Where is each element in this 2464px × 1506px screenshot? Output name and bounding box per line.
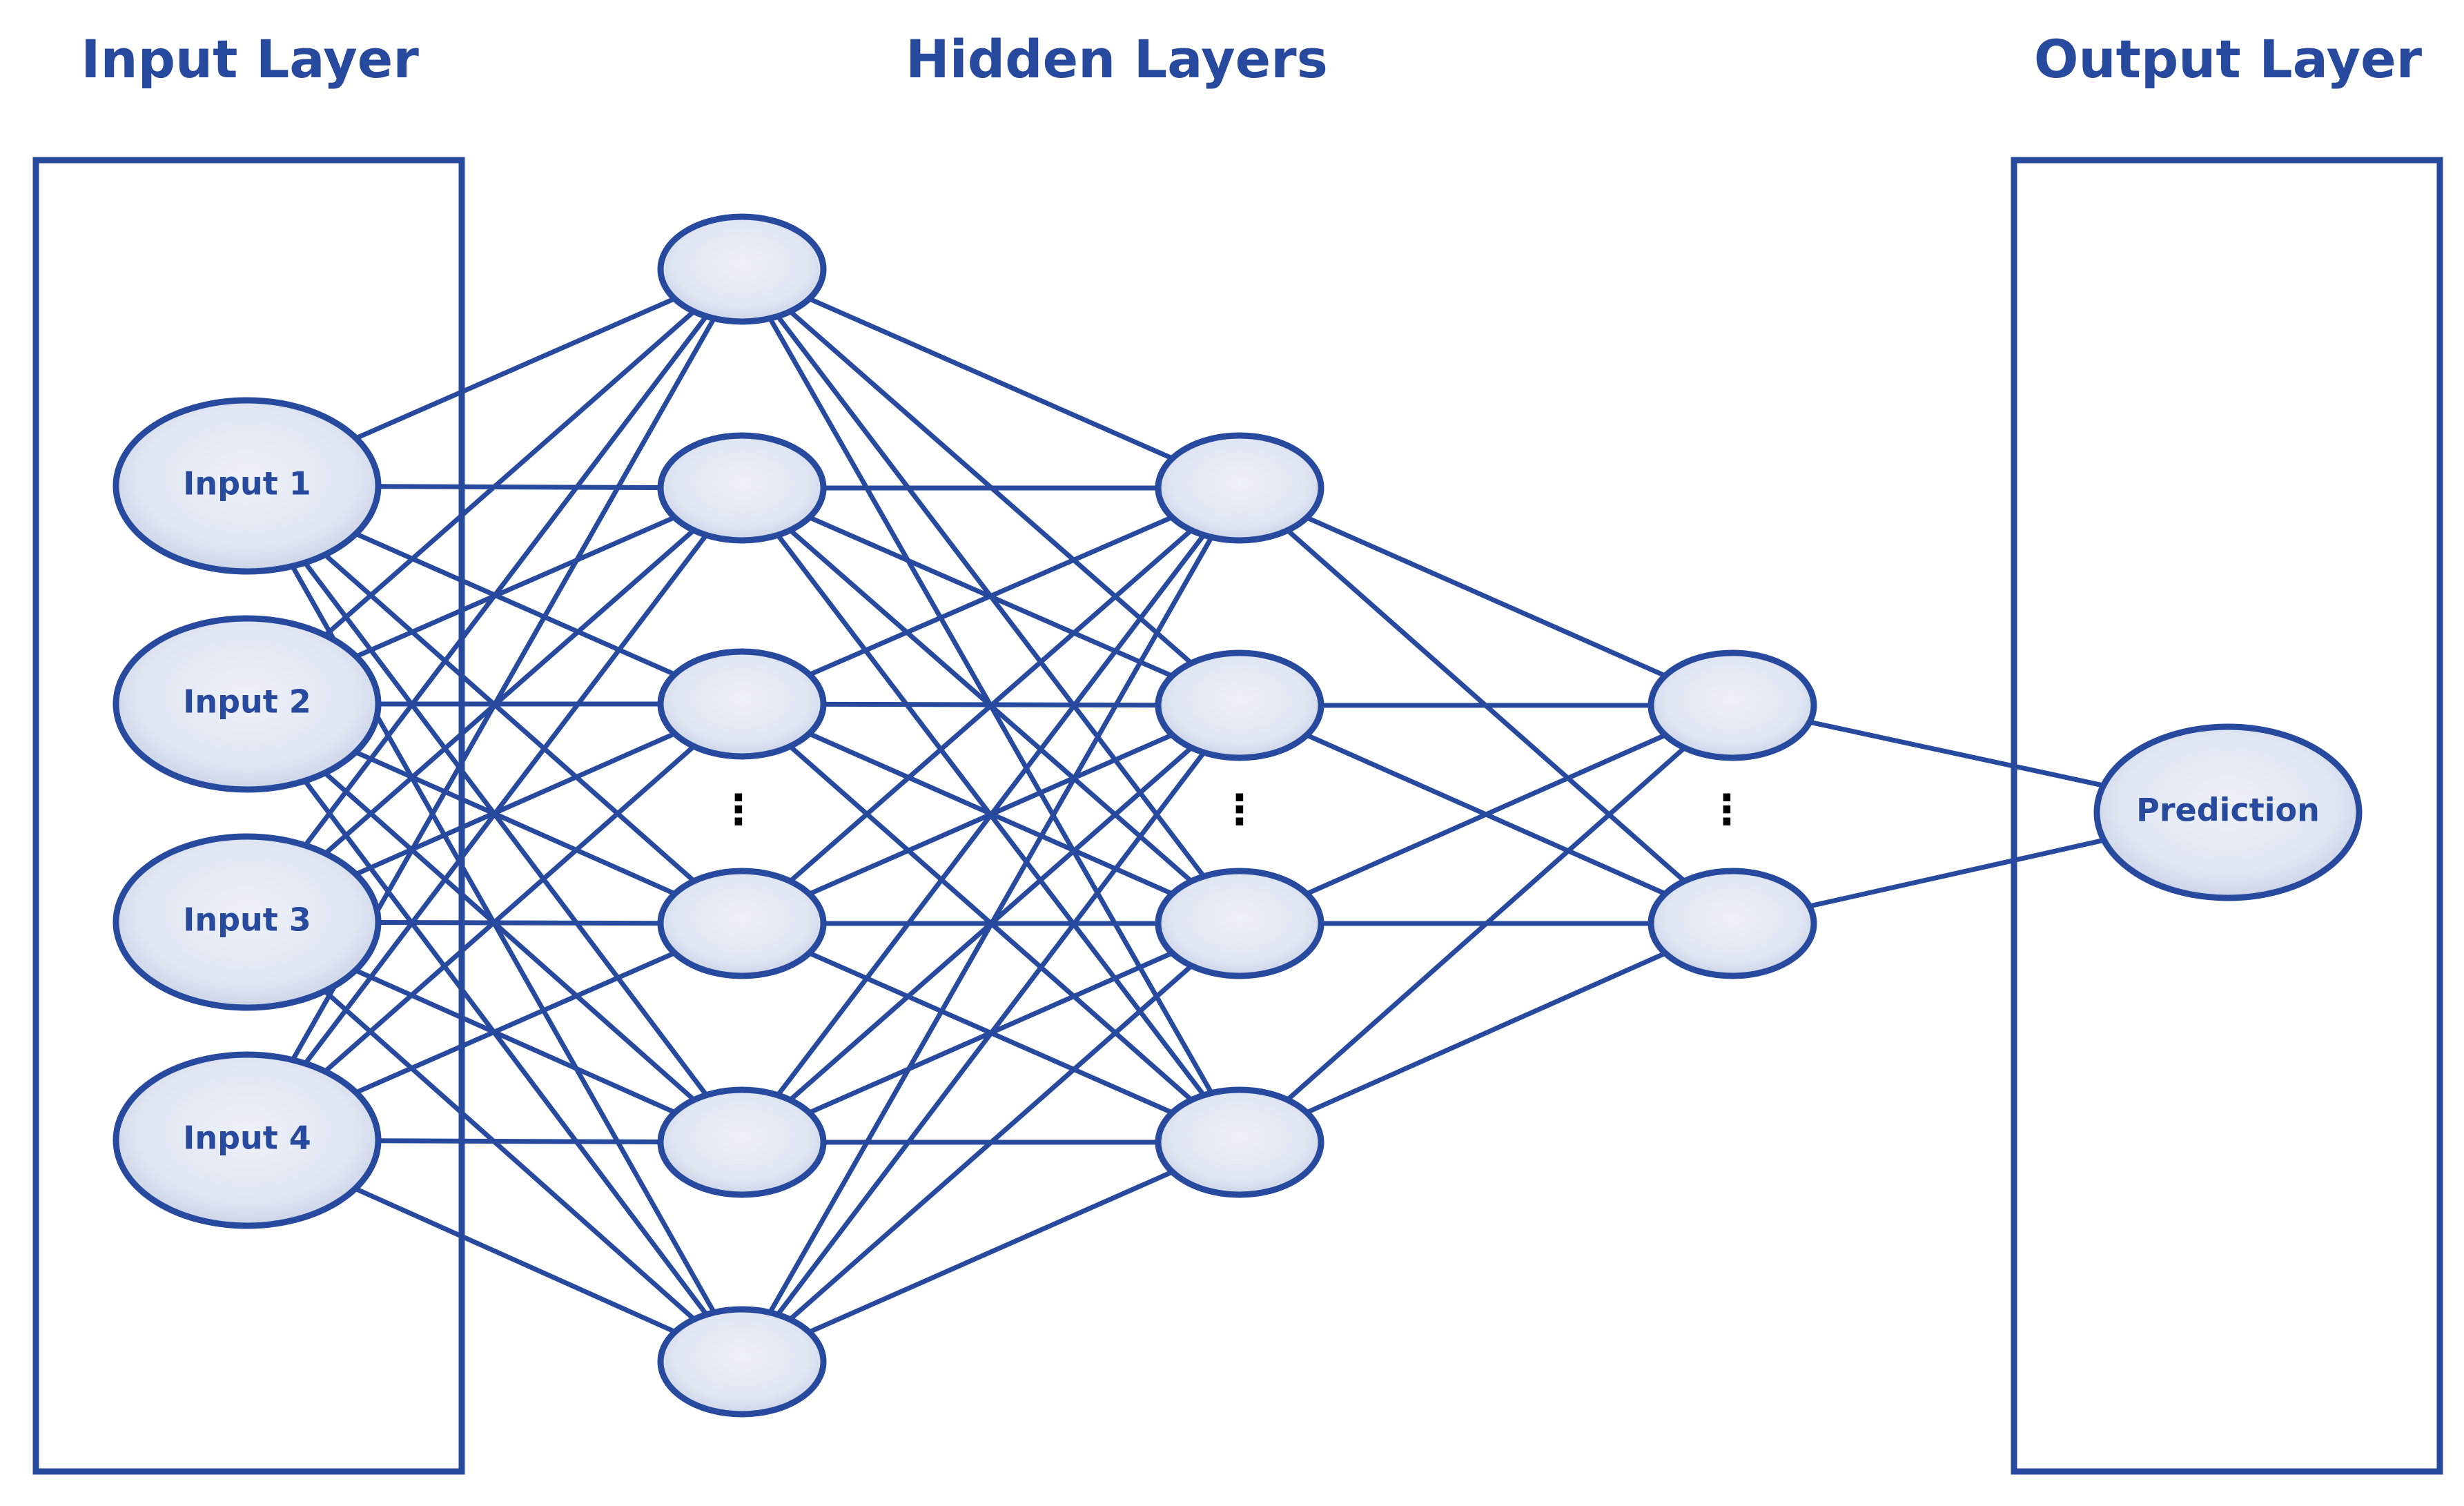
hidden-3-ellipsis: ⋮ [1706,786,1748,834]
connection-input-4-hidden-1-2 [245,486,744,1142]
connection-hidden-2-4-hidden-3-2 [1238,921,1734,1145]
output-layer-title: Output Layer [2034,28,2423,90]
connection-hidden-1-4-hidden-2-1 [740,486,1242,926]
prediction-label: Prediction [2136,792,2320,829]
hidden-2-node-1 [1155,432,1324,544]
input-3-label: Input 3 [183,901,311,939]
connection-input-4-hidden-1-3 [245,702,744,1142]
input-node-1 [113,397,382,575]
hidden-2-node-3 [1155,868,1324,979]
hidden-3-node-1 [1647,649,1817,761]
connection-hidden-1-6-hidden-2-1 [739,487,1242,1363]
connection-hidden-1-6-hidden-2-3 [740,921,1242,1364]
input-layer-title: Input Layer [81,28,419,90]
hidden-1-node-5 [657,1086,827,1198]
connection-hidden-2-3-hidden-3-1 [1238,703,1734,926]
input-1-label: Input 1 [183,465,311,502]
connection-hidden-1-1-hidden-2-1 [741,266,1241,491]
input-node-4 [113,1051,382,1229]
connection-hidden-1-5-hidden-2-1 [740,486,1242,1144]
connection-hidden-1-6-hidden-2-2 [740,703,1242,1364]
connection-hidden-2-4-hidden-3-1 [1238,703,1734,1144]
input-node-3 [113,833,382,1011]
hidden-layers-title: Hidden Layers [906,28,1328,90]
hidden-1-node-2 [657,432,827,544]
connection-input-4-hidden-1-1 [244,268,745,1142]
input-layer-box [32,157,465,1475]
hidden-1-node-4 [657,868,827,979]
hidden-2-node-4 [1155,1086,1324,1198]
connection-hidden-2-1-hidden-3-1 [1238,485,1734,708]
hidden-3-node-2 [1647,868,1817,979]
output-layer-box [2011,157,2443,1475]
connection-input-3-hidden-1-1 [245,267,744,924]
hidden-1-ellipsis: ⋮ [718,786,759,834]
connection-hidden-1-6-hidden-2-4 [741,1140,1241,1365]
input-node-2 [113,615,382,793]
input-2-label: Input 2 [183,683,311,721]
input-4-label: Input 4 [183,1119,311,1157]
connection-hidden-1-3-hidden-2-1 [741,485,1241,707]
hidden-2-ellipsis: ⋮ [1219,786,1260,834]
hidden-1-node-3 [657,648,827,760]
connection-input-2-hidden-1-1 [245,267,744,706]
output-node-1 [2093,723,2363,901]
hidden-2-node-2 [1155,649,1324,761]
hidden-1-node-6 [657,1306,827,1418]
hidden-1-node-1 [657,213,827,325]
nodes [113,213,2363,1418]
